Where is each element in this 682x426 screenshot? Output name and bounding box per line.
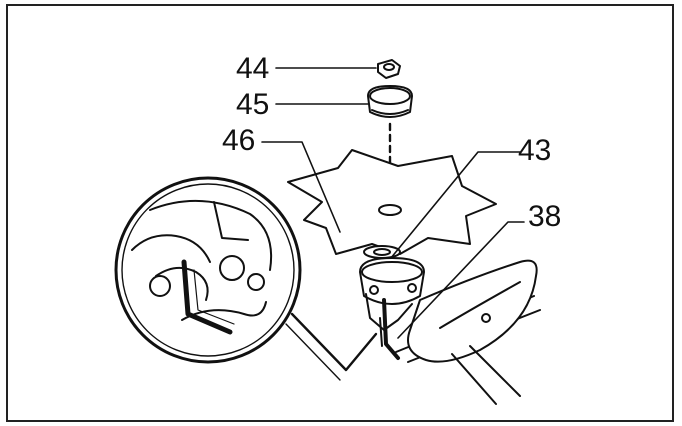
callout-38: 38: [528, 200, 562, 233]
gear-head: [359, 257, 425, 347]
callout-44: 44: [236, 52, 270, 85]
callout-43: 43: [518, 134, 552, 167]
leader-43: [385, 151, 521, 265]
leader-46: [261, 141, 341, 233]
zoom-leader: [290, 312, 378, 372]
holder-part: [363, 245, 401, 259]
blade-part: [287, 149, 497, 255]
zoom-leader-outer: [285, 323, 341, 381]
callout-45: 45: [236, 88, 270, 121]
callout-46: 46: [222, 124, 256, 157]
leader-38: [397, 221, 525, 339]
detail-inset: [114, 176, 302, 364]
nut-part: [377, 59, 401, 79]
shaft-guard: [395, 259, 541, 405]
cover-part: [367, 85, 413, 118]
hex-key: [382, 298, 400, 360]
